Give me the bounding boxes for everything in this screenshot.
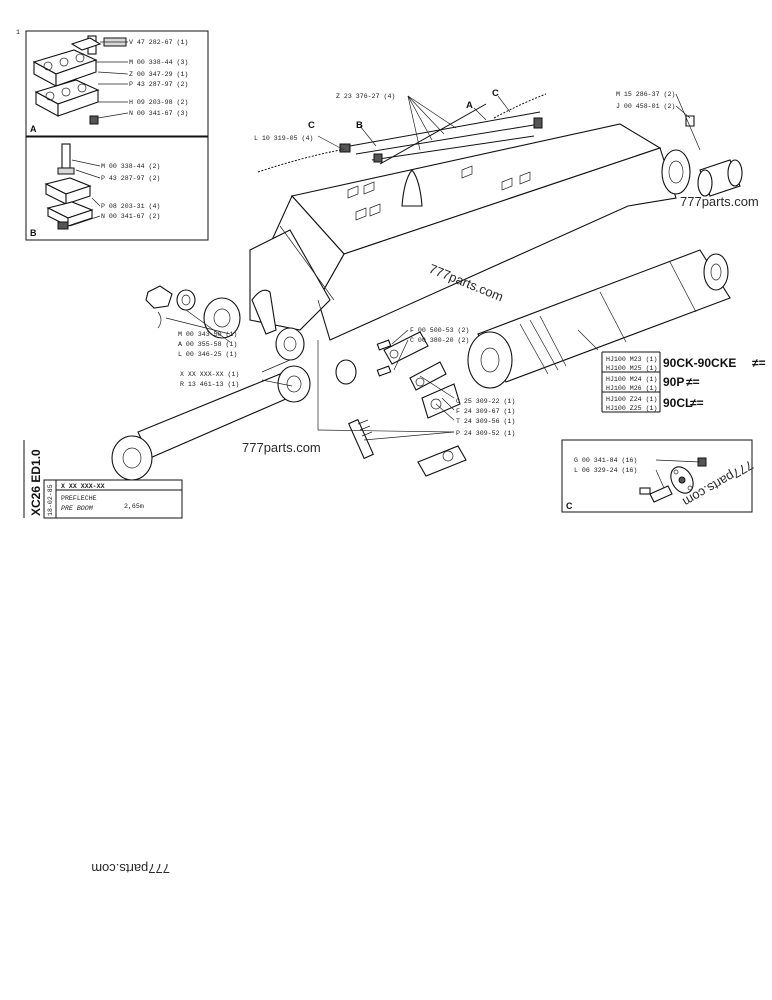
washer [176,289,196,311]
boom-drawing: Z 23 376-27 (4) L 10 319-05 (4) M 15 286… [111,88,743,481]
cylinder-row-5: HJ100 Z24 (1) [606,396,657,403]
watermark-3: 777parts.com [242,440,321,455]
inset-a: V 47 282-67 (1) M 00 338-44 (3) Z 00 347… [25,30,209,137]
inset-b-label-2: P 43 287-97 (2) [101,175,160,182]
inset-b-frame [25,136,209,241]
callout-z23: Z 23 376-27 (4) [336,93,395,100]
inset-c-label-2: L 06 329-24 (16) [574,467,637,474]
model-90ck-mark: ≠= [752,356,766,370]
title-date: 18-02-85 [47,484,54,516]
inset-a-label-1: V 47 282-67 (1) [129,39,188,46]
inset-a-label-3: Z 00 347-29 (1) [129,71,188,78]
cylinder-row-1: HJ100 M23 (1) [606,356,657,363]
title-french: PREFLECHE [61,495,97,502]
inset-b-label-1: M 00 338-44 (2) [101,163,160,170]
model-90ck: 90CK-90CKE [663,356,736,370]
cylinder-table: HJ100 M23 (1) HJ100 M25 (1) HJ100 M24 (1… [601,351,766,413]
callout-xx: X XX XXX-XX (1) [180,371,239,378]
cylinder-row-3: HJ100 M24 (1) [606,376,657,383]
inset-a-frame [25,30,209,137]
title-part-code: X XX XXX-XX [61,483,105,490]
lifting-eye [401,169,423,207]
callout-l10: L 10 319-05 (4) [254,135,313,142]
nut [145,285,173,309]
inset-a-label-5: H 09 203-98 (2) [129,99,188,106]
corner-mark: 1 [16,29,20,36]
inset-c-frame [561,439,753,513]
callout-l00: L 00 346-25 (1) [178,351,237,358]
hydraulic-cylinder [467,249,731,389]
cylinder-row-4: HJ100 M26 (1) [606,385,657,392]
model-90cl: 90CL [663,396,692,410]
callout-t24: T 24 309-56 (1) [456,418,515,425]
inset-b-letter: B [30,228,37,238]
inset-a-clamp-drawing [32,35,127,125]
callout-letter-b: B [356,120,363,131]
inset-b-leaders [69,159,101,227]
callout-letter-a: A [466,100,473,111]
title-english: PRE BOOM [61,505,94,512]
inset-a-label-6: N 00 341-67 (3) [129,110,188,117]
shaft-pin-assembly [376,331,461,419]
boom-foot-eye [203,297,241,339]
cylinder-row-6: HJ100 Z25 (1) [606,405,657,412]
cylinder-row-2: HJ100 M25 (1) [606,365,657,372]
inset-b-label-3: P 08 203-31 (4) [101,203,160,210]
inset-a-label-4: P 43 287-97 (2) [129,81,188,88]
drawing-number: XC26 ED1.0 [29,449,43,516]
inset-c: G 00 341-84 (16) L 06 329-24 (16) C [561,439,753,513]
inset-a-label-2: M 00 338-44 (3) [129,59,188,66]
callout-r13: R 13 461-13 (1) [180,381,239,388]
callout-m15: M 15 286-37 (2) [616,91,675,98]
callout-c25: C 25 309-22 (1) [456,398,515,405]
main-leaders [165,93,701,441]
callout-j00: J 00 458-01 (2) [616,103,675,110]
inset-b-label-4: N 00 341-67 (2) [101,213,160,220]
watermark-1: 777parts.com [680,194,759,209]
callout-letter-c-left: C [308,120,315,131]
inset-b-clamp-drawing [44,143,94,230]
watermark-5: 777parts.com [91,861,170,876]
boom-head-pivot [661,149,691,195]
boom-lower-eye [275,327,305,361]
callout-f24: F 24 309-67 (1) [456,408,515,415]
inset-c-letter: C [566,501,573,511]
connecting-rod [111,365,311,481]
callout-f00: F 00 500-53 (2) [410,327,469,334]
model-90p: 90P [663,375,684,389]
callout-m00-343: M 00 343-50 (1) [178,331,237,338]
long-pin [347,418,467,477]
model-90p-mark: ≠= [686,375,700,389]
inset-a-leaders [96,41,129,119]
callout-c00: C 00 380-20 (2) [410,337,469,344]
inset-c-label-1: G 00 341-84 (16) [574,457,637,464]
inset-b: M 00 338-44 (2) P 43 287-97 (2) P 08 203… [25,136,209,241]
title-length: 2,65m [124,503,144,510]
model-90cl-mark: ≠= [690,396,704,410]
bushing [697,159,743,197]
callout-letter-c-top: C [492,88,499,99]
callout-p24: P 24 309-52 (1) [456,430,515,437]
title-block: X XX XXX-XX PREFLECHE PRE BOOM 2,65m 18-… [23,440,183,519]
callout-a00: A 00 355-58 (1) [178,341,237,348]
inset-c-fitting-drawing [639,457,707,503]
inset-a-letter: A [30,124,37,134]
